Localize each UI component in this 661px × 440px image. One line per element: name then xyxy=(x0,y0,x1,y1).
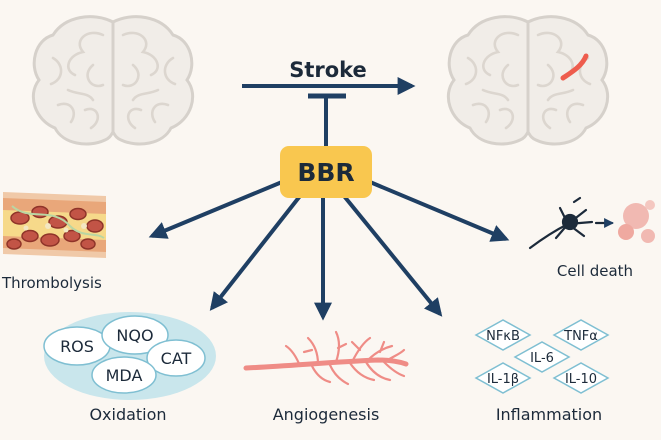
angiogenesis-label: Angiogenesis xyxy=(273,405,380,424)
oxidation-label: Oxidation xyxy=(89,405,166,424)
arrow-to-oxidation xyxy=(209,194,302,311)
oxidation-marker: ROS xyxy=(60,337,94,356)
blood-clot-icon xyxy=(3,192,106,258)
oxidation-cloud: ROS NQO CAT MDA xyxy=(43,312,216,400)
neuron-icon xyxy=(528,196,614,250)
arrow-to-thrombolysis xyxy=(148,180,283,239)
bbr-box: BBR xyxy=(280,146,372,198)
bbr-label: BBR xyxy=(297,158,354,187)
oxidation-marker: MDA xyxy=(106,366,143,385)
inflammation-marker: TNFα xyxy=(563,329,598,344)
cell-death-label: Cell death xyxy=(557,262,633,280)
thrombolysis-label: Thrombolysis xyxy=(1,274,102,292)
arrow-to-cell-death xyxy=(369,180,510,242)
blood-vessel-icon xyxy=(243,330,409,386)
inflammation-marker: IL-6 xyxy=(530,351,554,366)
arrow-to-inflammation xyxy=(342,194,443,317)
outcome-arrows xyxy=(148,180,510,321)
lesion-mark xyxy=(560,53,589,81)
inhibition-marker xyxy=(308,93,346,148)
healthy-brain-icon xyxy=(31,15,195,146)
stroke-brain-icon xyxy=(446,15,610,146)
inflammation-marker: IL-1β xyxy=(487,372,519,387)
inflammation-marker: NFκB xyxy=(486,329,520,344)
oxidation-marker: CAT xyxy=(161,349,192,368)
inflammation-marker: IL-10 xyxy=(565,372,597,387)
oxidation-marker: NQO xyxy=(116,326,153,345)
apoptotic-cell-icon xyxy=(618,200,655,243)
stroke-label: Stroke xyxy=(289,58,367,82)
inflammation-diamonds xyxy=(474,319,610,394)
inflammation-label: Inflammation xyxy=(496,405,602,424)
